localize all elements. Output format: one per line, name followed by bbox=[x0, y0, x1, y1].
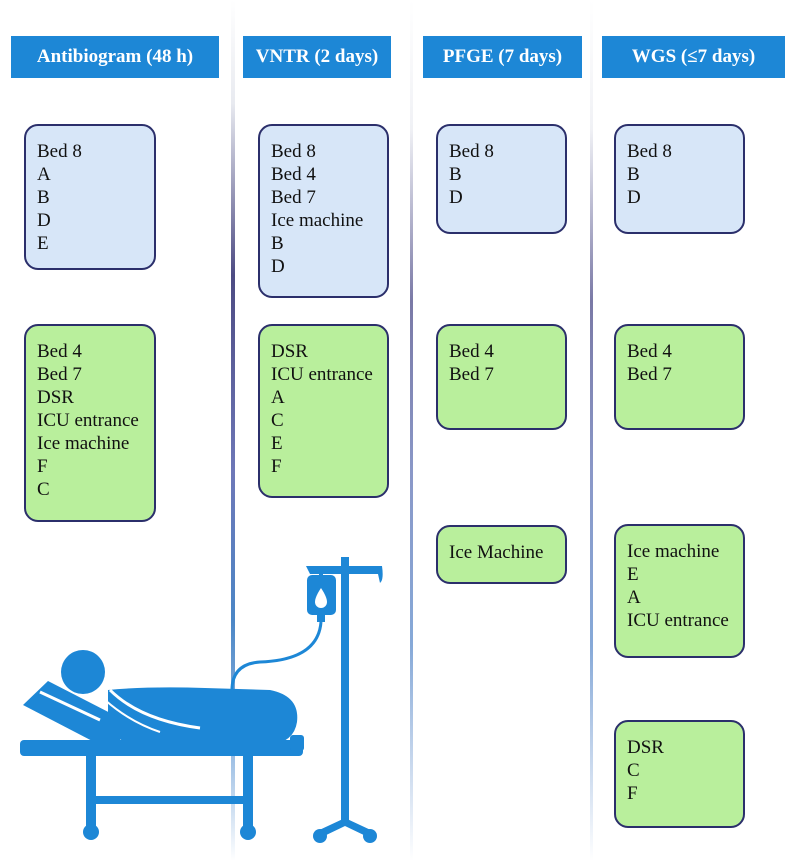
cluster-item: B bbox=[271, 233, 284, 254]
cluster-item: Ice machine bbox=[627, 541, 720, 562]
cluster-box: Bed 8 B D bbox=[436, 124, 567, 234]
cluster-box: Bed 4 Bed 7 bbox=[614, 324, 745, 430]
cluster-box: Bed 4 Bed 7 DSR ICU entrance Ice machine… bbox=[24, 324, 156, 522]
column-header-vntr: VNTR (2 days) bbox=[243, 36, 391, 78]
cluster-item: A bbox=[37, 164, 51, 185]
cluster-item: Bed 4 bbox=[449, 341, 494, 362]
cluster-item: F bbox=[37, 456, 48, 477]
cluster-item: E bbox=[271, 433, 283, 454]
column-header-label: WGS (≤7 days) bbox=[631, 46, 756, 67]
column-divider-1 bbox=[231, 0, 235, 861]
cluster-item: Bed 7 bbox=[37, 364, 82, 385]
column-divider-3 bbox=[590, 0, 593, 861]
cluster-box: Bed 4 Bed 7 bbox=[436, 324, 567, 430]
cluster-box: Bed 8 B D bbox=[614, 124, 745, 234]
cluster-item: Bed 4 bbox=[627, 341, 672, 362]
column-header-label: PFGE (7 days) bbox=[442, 46, 563, 67]
cluster-item: C bbox=[627, 760, 640, 781]
cluster-item: C bbox=[271, 410, 284, 431]
column-divider-2 bbox=[410, 0, 413, 861]
cluster-item: F bbox=[271, 456, 282, 477]
cluster-box: Ice machine E A ICU entrance bbox=[614, 524, 745, 658]
cluster-box: Bed 8 A B D E bbox=[24, 124, 156, 270]
cluster-item: D bbox=[627, 187, 641, 208]
cluster-item: Ice Machine bbox=[449, 542, 544, 563]
cluster-item: F bbox=[627, 783, 638, 804]
cluster-item: E bbox=[627, 564, 639, 585]
cluster-item: Bed 7 bbox=[627, 364, 672, 385]
cluster-item: B bbox=[449, 164, 462, 185]
cluster-item: E bbox=[37, 233, 49, 254]
column-header-pfge: PFGE (7 days) bbox=[423, 36, 582, 78]
patient-bed-iv-icon bbox=[20, 557, 383, 843]
cluster-item: ICU entrance bbox=[271, 364, 373, 385]
cluster-box: DSR C F bbox=[614, 720, 745, 828]
cluster-box: Bed 8 Bed 4 Bed 7 Ice machine B D bbox=[258, 124, 389, 298]
column-header-antibiogram: Antibiogram (48 h) bbox=[11, 36, 219, 78]
cluster-item: B bbox=[627, 164, 640, 185]
cluster-item: ICU entrance bbox=[627, 610, 729, 631]
cluster-box: DSR ICU entrance A C E F bbox=[258, 324, 389, 498]
cluster-item: Bed 8 bbox=[449, 141, 494, 162]
cluster-item: DSR bbox=[271, 341, 308, 362]
cluster-item: Bed 8 bbox=[627, 141, 672, 162]
cluster-item: Ice machine bbox=[37, 433, 130, 454]
cluster-item: DSR bbox=[37, 387, 74, 408]
cluster-item: ICU entrance bbox=[37, 410, 139, 431]
cluster-item: A bbox=[627, 587, 641, 608]
cluster-item: D bbox=[37, 210, 51, 231]
cluster-item: Bed 4 bbox=[271, 164, 316, 185]
column-header-wgs: WGS (≤7 days) bbox=[602, 36, 785, 78]
cluster-item: Bed 8 bbox=[37, 141, 82, 162]
column-header-label: VNTR (2 days) bbox=[255, 46, 379, 67]
cluster-item: Ice machine bbox=[271, 210, 364, 231]
cluster-item: C bbox=[37, 479, 50, 500]
cluster-item: Bed 7 bbox=[449, 364, 494, 385]
cluster-item: Bed 4 bbox=[37, 341, 82, 362]
cluster-box: Ice Machine bbox=[436, 525, 567, 584]
cluster-item: Bed 7 bbox=[271, 187, 316, 208]
cluster-item: D bbox=[271, 256, 285, 277]
cluster-item: A bbox=[271, 387, 285, 408]
column-header-label: Antibiogram (48 h) bbox=[36, 46, 194, 67]
cluster-item: DSR bbox=[627, 737, 664, 758]
cluster-item: B bbox=[37, 187, 50, 208]
cluster-item: D bbox=[449, 187, 463, 208]
cluster-item: Bed 8 bbox=[271, 141, 316, 162]
